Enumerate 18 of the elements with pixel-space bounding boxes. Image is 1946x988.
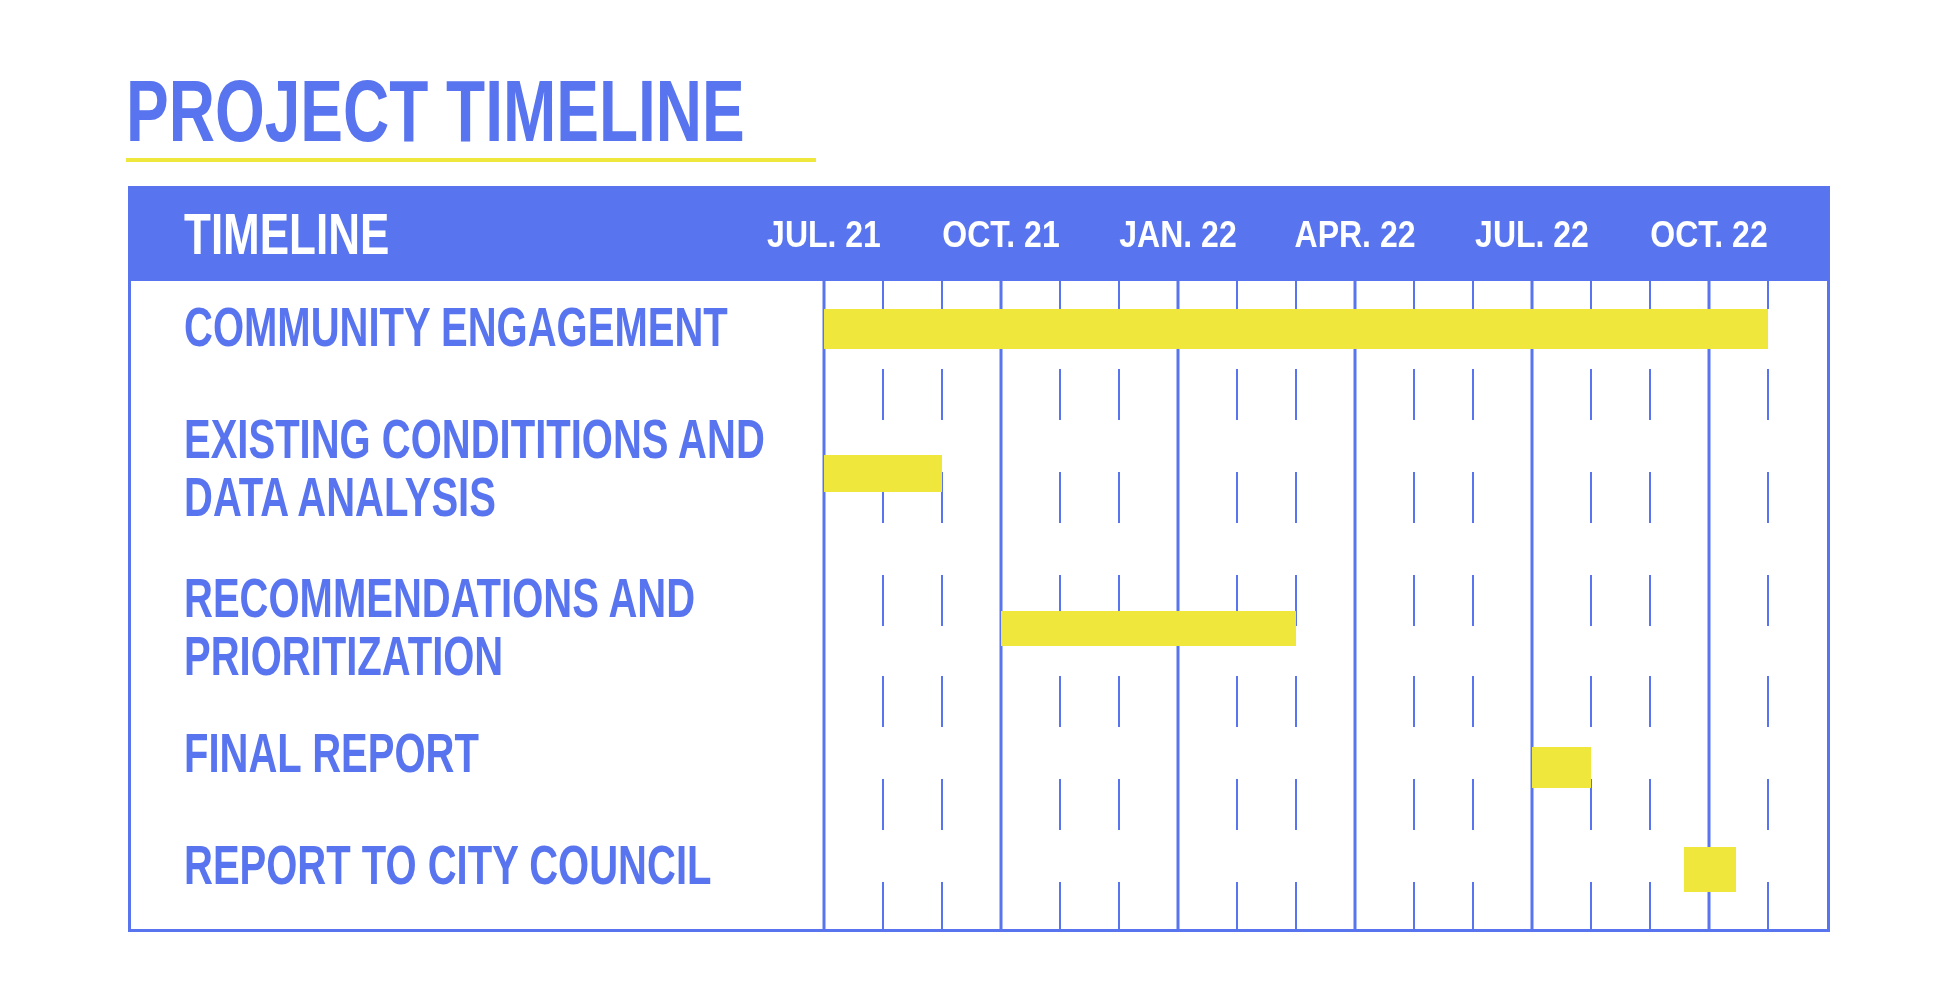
month-label: JUL. 21	[767, 215, 881, 253]
task-bar	[824, 309, 1768, 349]
month-label: OCT. 21	[942, 215, 1060, 253]
column-heading: TIMELINE	[184, 205, 390, 263]
chart-title: PROJECT TIMELINE	[126, 67, 745, 155]
task-bar	[1683, 847, 1736, 892]
month-label: OCT. 22	[1650, 215, 1768, 253]
task-label: FINAL REPORT	[184, 723, 479, 783]
month-label: JUL. 22	[1475, 215, 1589, 253]
task-label: COMMUNITY ENGAGEMENT	[184, 297, 728, 357]
month-label: JAN. 22	[1119, 215, 1237, 253]
task-bar	[824, 455, 942, 492]
task-bar	[1001, 611, 1296, 646]
task-bar	[1532, 747, 1591, 788]
month-label: APR. 22	[1294, 215, 1416, 253]
task-label: EXISTING CONDITITIONS AND DATA ANALYSIS	[184, 408, 766, 528]
task-label: RECOMMENDATIONS AND PRIORITIZATION	[184, 567, 697, 687]
task-label: REPORT TO CITY COUNCIL	[184, 835, 712, 895]
